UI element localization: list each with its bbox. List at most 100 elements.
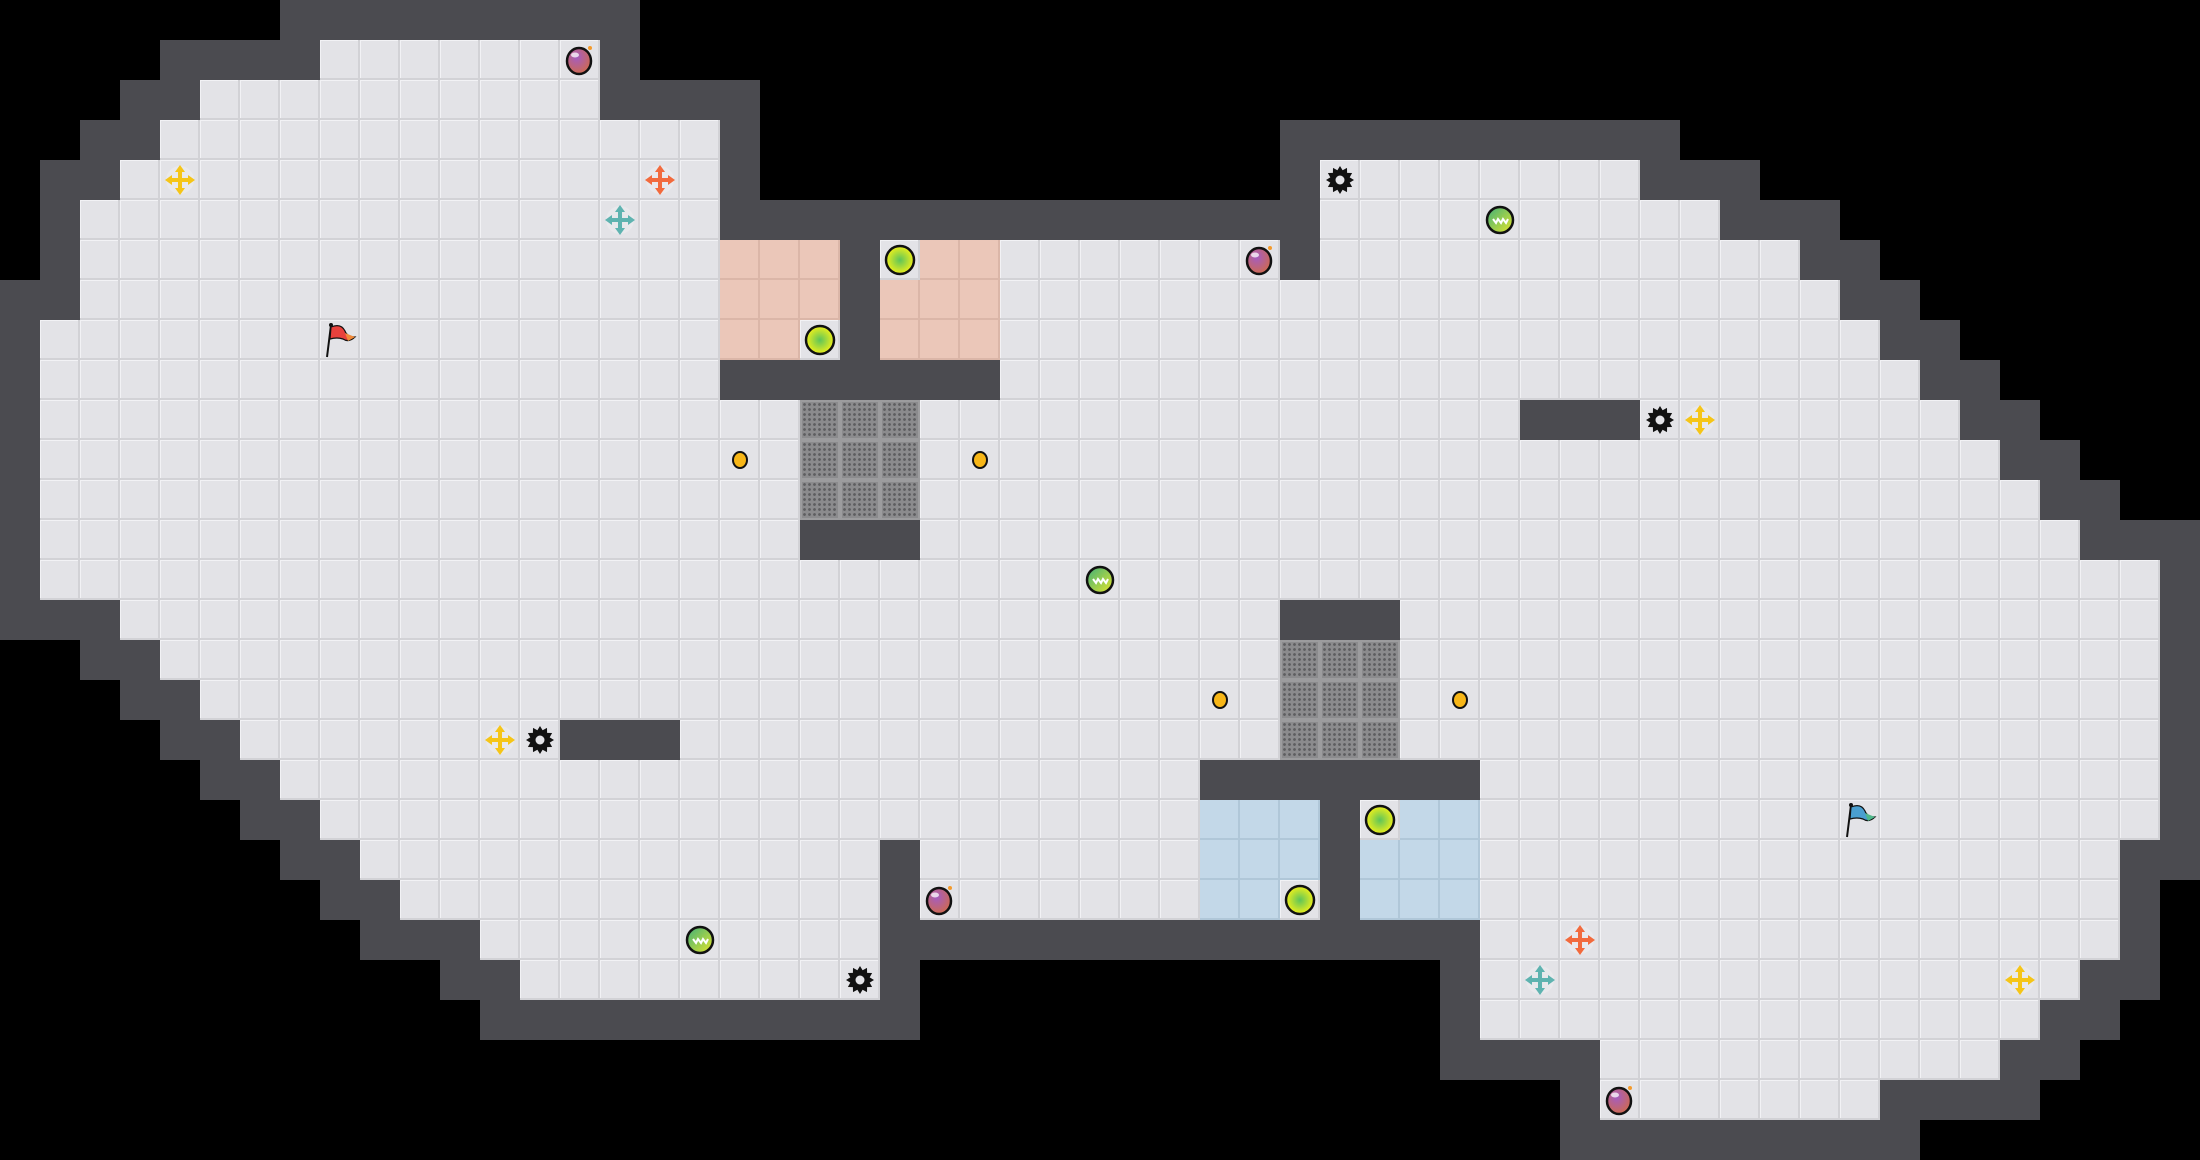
floor-tile [840, 880, 880, 920]
wall-tile [320, 840, 360, 880]
floor-tile [1800, 960, 1840, 1000]
floor-tile [800, 560, 840, 600]
floor-tile [2040, 600, 2080, 640]
wall-tile [0, 560, 40, 600]
floor-tile [720, 840, 760, 880]
red-team-tile [720, 320, 760, 360]
floor-tile [1480, 960, 1520, 1000]
floor-tile [1480, 440, 1520, 480]
floor-tile [400, 600, 440, 640]
floor-tile [1920, 840, 1960, 880]
floor-tile [1880, 640, 1920, 680]
floor-tile [360, 760, 400, 800]
floor-tile [2000, 760, 2040, 800]
wall-tile [40, 160, 80, 200]
floor-tile [1640, 200, 1680, 240]
floor-tile [440, 520, 480, 560]
floor-tile [520, 640, 560, 680]
floor-tile [1440, 720, 1480, 760]
floor-tile [240, 520, 280, 560]
floor-tile [1640, 640, 1680, 680]
floor-tile [720, 520, 760, 560]
floor-tile [1480, 600, 1520, 640]
floor-tile [1040, 840, 1080, 880]
wall-tile [480, 0, 520, 40]
floor-tile [1160, 240, 1200, 280]
floor-tile [520, 600, 560, 640]
wall-tile [640, 1000, 680, 1040]
bomb-icon [1240, 240, 1280, 280]
gate-tile [800, 480, 840, 520]
floor-tile [920, 840, 960, 880]
floor-tile [1880, 840, 1920, 880]
wall-tile [600, 0, 640, 40]
floor-tile [880, 640, 920, 680]
wall-tile [1280, 760, 1320, 800]
floor-tile [2000, 840, 2040, 880]
wall-tile [1360, 920, 1400, 960]
floor-tile [1080, 520, 1120, 560]
floor-tile [1280, 400, 1320, 440]
floor-tile [680, 400, 720, 440]
wall-tile [280, 0, 320, 40]
floor-tile [1080, 880, 1120, 920]
wall-tile [840, 360, 880, 400]
wall-tile [2120, 840, 2160, 880]
floor-tile [1760, 800, 1800, 840]
floor-tile [280, 440, 320, 480]
floor-tile [1920, 400, 1960, 440]
floor-tile [1880, 480, 1920, 520]
floor-tile [1800, 840, 1840, 880]
floor-tile [1040, 640, 1080, 680]
wall-tile [640, 720, 680, 760]
blue-team-tile [1240, 840, 1280, 880]
floor-tile [400, 80, 440, 120]
floor-tile [200, 680, 240, 720]
floor-tile [1240, 640, 1280, 680]
floor-tile [1880, 760, 1920, 800]
floor-tile [320, 40, 360, 80]
floor-tile [720, 400, 760, 440]
floor-tile [600, 400, 640, 440]
wall-tile [600, 80, 640, 120]
floor-tile [1000, 480, 1040, 520]
blue-team-tile [1280, 840, 1320, 880]
wall-tile [840, 200, 880, 240]
floor-tile [120, 440, 160, 480]
floor-tile [520, 80, 560, 120]
floor-tile [1240, 360, 1280, 400]
floor-tile [760, 720, 800, 760]
floor-tile [1840, 760, 1880, 800]
wall-tile [1120, 200, 1160, 240]
floor-tile [560, 920, 600, 960]
wall-tile [1320, 880, 1360, 920]
floor-tile [1840, 680, 1880, 720]
floor-tile [560, 480, 600, 520]
portal-icon [880, 240, 920, 280]
floor-tile [1800, 720, 1840, 760]
floor-tile [1560, 760, 1600, 800]
button-icon [1200, 680, 1240, 720]
wall-tile [200, 760, 240, 800]
floor-tile [1960, 1040, 2000, 1080]
floor-tile [1040, 680, 1080, 720]
floor-tile [1640, 600, 1680, 640]
floor-tile [720, 880, 760, 920]
floor-tile [1200, 600, 1240, 640]
floor-tile [1680, 560, 1720, 600]
floor-tile [1760, 680, 1800, 720]
wall-tile [560, 0, 600, 40]
wall-tile [1080, 200, 1120, 240]
floor-tile [600, 960, 640, 1000]
floor-tile [520, 920, 560, 960]
floor-tile [1120, 360, 1160, 400]
floor-tile [1920, 960, 1960, 1000]
floor-tile [600, 440, 640, 480]
floor-tile [1520, 200, 1560, 240]
floor-tile [1000, 520, 1040, 560]
floor-tile [1920, 680, 1960, 720]
wall-tile [80, 640, 120, 680]
wall-tile [1520, 120, 1560, 160]
floor-tile [1120, 880, 1160, 920]
floor-tile [400, 400, 440, 440]
